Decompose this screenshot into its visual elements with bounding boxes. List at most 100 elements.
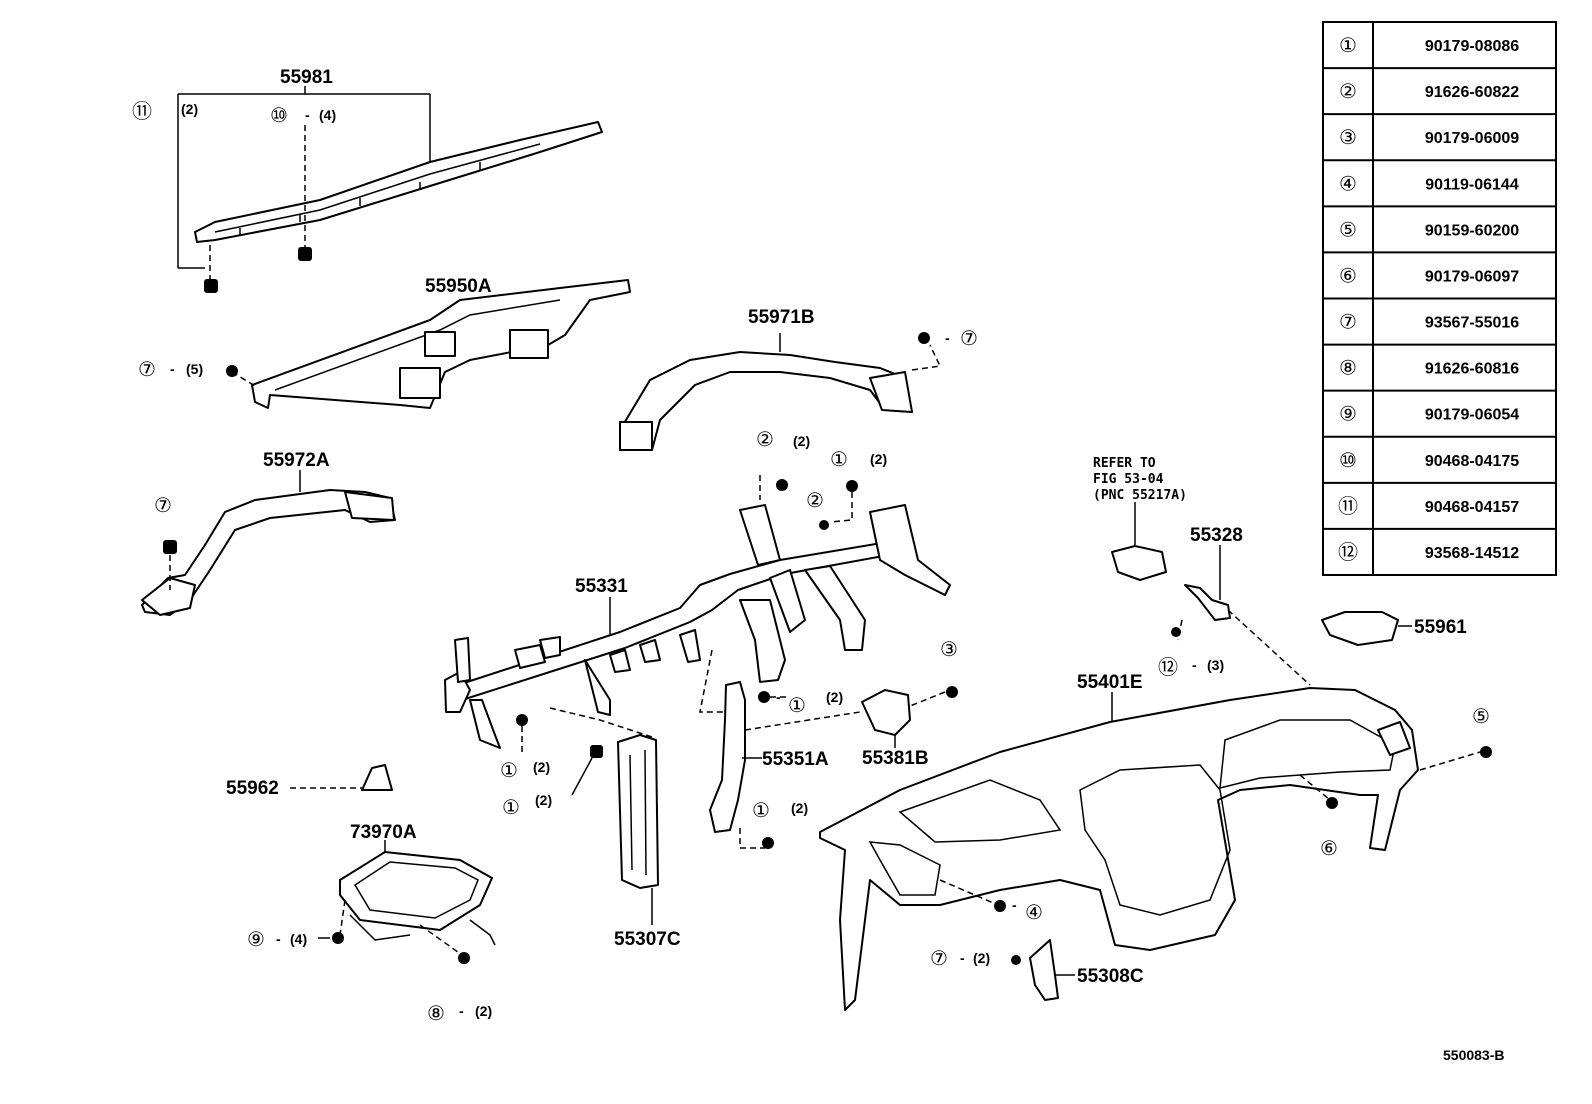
part-55950A-duct <box>226 279 631 409</box>
table-part-number: 93568-14512 <box>1425 545 1519 562</box>
label-55961: 55961 <box>1414 617 1467 638</box>
label-55972A: 55972A <box>263 450 330 471</box>
fastener-group-center <box>516 475 958 849</box>
callout-10: ⑩ - (4) <box>270 105 336 127</box>
table-part-number: 90119-06144 <box>1425 176 1519 193</box>
callout-1d: ① (2) <box>502 792 552 819</box>
ref-1c-qty: (2) <box>533 759 550 775</box>
refer-note: REFER TO FIG 53-04 (PNC 55217A) <box>1093 456 1187 581</box>
table-ref-symbol: ④ <box>1339 173 1357 195</box>
refer-line-2: FIG 53-04 <box>1093 472 1164 487</box>
table-part-number: 90468-04157 <box>1425 499 1519 516</box>
dash-12: - <box>1192 657 1197 673</box>
table-part-number: 91626-60816 <box>1425 361 1519 378</box>
ref-2a-qty: (2) <box>793 433 810 449</box>
callout-7c: ⑦ <box>154 495 172 517</box>
table-part-number: 90159-60200 <box>1425 222 1519 239</box>
ref-7b-symbol: ⑦ <box>960 328 978 350</box>
ref-10-qty: (4) <box>319 107 336 123</box>
ref-7a-qty: (5) <box>186 361 203 377</box>
table-ref-symbol: ⑫ <box>1338 541 1358 564</box>
callout-1c: ① (2) <box>500 759 550 782</box>
label-55351A: 55351A <box>762 749 829 770</box>
dash-4: - <box>1012 897 1017 913</box>
part-55308C-bracket <box>1011 939 1075 1001</box>
ref-7d-symbol: ⑦ <box>930 948 948 970</box>
dash-9: - <box>276 931 281 947</box>
table-ref-symbol: ⑧ <box>1339 358 1357 380</box>
table-ref-symbol: ⑪ <box>1338 495 1358 518</box>
table-ref-symbol: ③ <box>1339 127 1357 149</box>
part-55351A-bracket <box>709 681 762 833</box>
table-ref-symbol: ⑩ <box>1339 450 1357 472</box>
ref-2a-symbol: ② <box>756 429 774 451</box>
callout-1e: ① (2) <box>752 800 808 822</box>
ref-1d-qty: (2) <box>535 792 552 808</box>
ref-11-qty: (2) <box>181 101 198 117</box>
label-55307C: 55307C <box>614 929 681 950</box>
ref-6-symbol: ⑥ <box>1320 838 1338 860</box>
ref-8-symbol: ⑧ <box>427 1003 445 1025</box>
ref-12-qty: (3) <box>1207 657 1224 673</box>
ref-11-symbol: ⑪ <box>132 100 152 123</box>
ref-7c-symbol: ⑦ <box>154 495 172 517</box>
table-ref-symbol: ⑦ <box>1339 312 1357 334</box>
ref-1e-symbol: ① <box>752 800 770 822</box>
callout-6: ⑥ <box>1320 838 1338 860</box>
ref-1a-symbol: ① <box>830 449 848 471</box>
label-55331: 55331 <box>575 576 628 597</box>
table-part-number: 90179-06097 <box>1425 268 1519 285</box>
ref-12-symbol: ⑫ <box>1158 656 1178 679</box>
part-55307C-brace <box>617 734 659 925</box>
table-part-number: 91626-60822 <box>1425 84 1519 101</box>
table-part-number: 90179-06009 <box>1425 130 1519 147</box>
callout-3: ③ <box>940 639 958 661</box>
dash-7d: - <box>960 950 965 966</box>
part-55971B-duct <box>619 332 942 451</box>
refer-line-1: REFER TO <box>1093 456 1156 471</box>
diagram-id: 550083-B <box>1443 1047 1505 1063</box>
callout-8: ⑧ - (2) <box>427 1003 492 1025</box>
part-55401E-panel <box>819 687 1492 1011</box>
part-73970A-airbag <box>332 840 496 964</box>
ref-8-qty: (2) <box>475 1003 492 1019</box>
part-55331-reinforcement <box>444 504 951 749</box>
table-part-number: 93567-55016 <box>1425 315 1519 332</box>
ref-5-symbol: ⑤ <box>1472 706 1490 728</box>
callout-1a: ① (2) <box>830 449 887 471</box>
label-55328: 55328 <box>1190 525 1243 546</box>
dash-1b: - <box>776 689 781 705</box>
dash-7b: - <box>945 330 950 346</box>
label-55981: 55981 <box>280 67 333 88</box>
ref-4-symbol: ④ <box>1025 902 1043 924</box>
part-55972A-duct <box>141 470 396 616</box>
label-55381B: 55381B <box>862 748 929 769</box>
ref-1d-symbol: ① <box>502 797 520 819</box>
table-ref-symbol: ② <box>1339 81 1357 103</box>
callout-7d: ⑦ - (2) <box>930 948 990 970</box>
table-part-number: 90179-08086 <box>1425 38 1519 55</box>
ref-1a-qty: (2) <box>870 451 887 467</box>
ref-7a-symbol: ⑦ <box>138 359 156 381</box>
callout-1b: - ① (2) <box>776 689 843 717</box>
callout-11: ⑪ (2) <box>132 100 198 123</box>
ref-1e-qty: (2) <box>791 800 808 816</box>
table-ref-symbol: ⑤ <box>1339 219 1357 241</box>
label-55962: 55962 <box>226 778 279 799</box>
callout-9: ⑨ - (4) <box>247 929 330 951</box>
dash-10: - <box>305 107 310 123</box>
ref-1b-qty: (2) <box>826 689 843 705</box>
ref-1c-symbol: ① <box>500 760 518 782</box>
ref-9-qty: (4) <box>290 931 307 947</box>
dash-7a: - <box>170 361 175 377</box>
part-55381B-bracket <box>861 689 911 748</box>
table-ref-symbol: ⑨ <box>1339 404 1357 426</box>
part-55961-vent <box>1321 611 1412 646</box>
refer-line-3: (PNC 55217A) <box>1093 488 1187 503</box>
ref-3-symbol: ③ <box>940 639 958 661</box>
callout-7b: ⑦ - <box>945 328 978 350</box>
table-part-number: 90468-04175 <box>1425 453 1519 470</box>
